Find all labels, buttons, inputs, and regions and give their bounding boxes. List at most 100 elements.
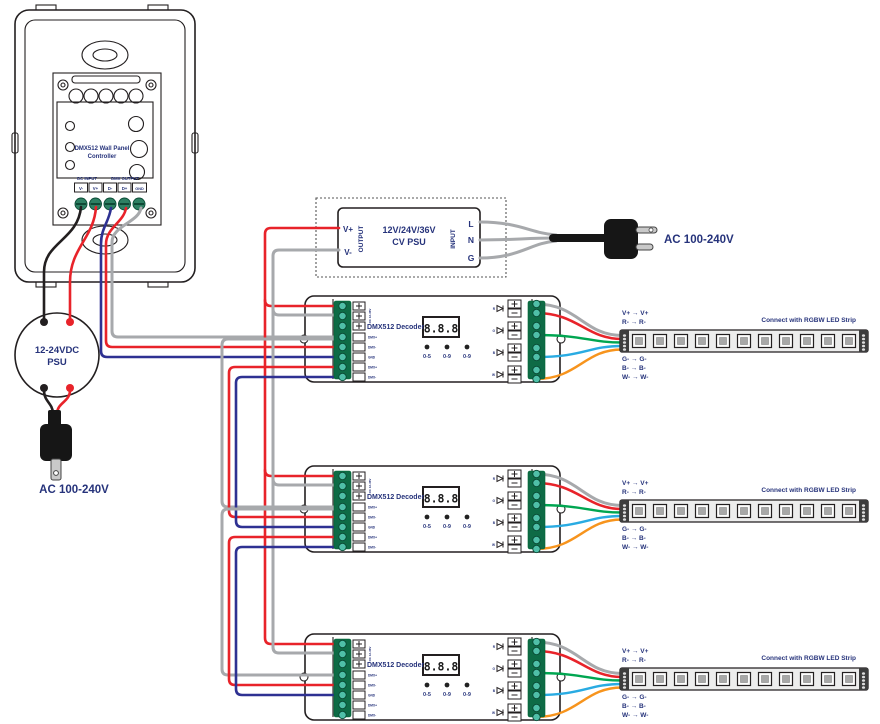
dmx-output-label: DMX OUTPUT <box>111 176 139 181</box>
wire-ac-l <box>478 220 558 237</box>
wire-panel-vminus <box>42 205 83 322</box>
wire-daisy1-dplus <box>227 365 348 519</box>
svg-text:DMX-: DMX- <box>368 714 376 718</box>
svg-text:V+ → V+: V+ → V+ <box>622 480 649 487</box>
cv-psu-title1: 12V/24V/36V <box>382 225 435 235</box>
panel-title-line2: Controller <box>88 154 117 160</box>
svg-text:0-5: 0-5 <box>423 524 431 530</box>
decoder-display: 8.8.8 <box>424 322 459 336</box>
svg-text:Connect with RGBW LED Strip: Connect with RGBW LED Strip <box>761 655 856 662</box>
wire-ac-n <box>478 236 558 242</box>
ac-label-top: AC 100-240V <box>664 234 734 246</box>
panel-terminal-boxes: V- V+ D- D+ GND <box>74 182 147 193</box>
wire-daisy2-dminus <box>234 545 348 697</box>
wire-daisy2-dplus <box>227 535 348 687</box>
svg-text:GND: GND <box>368 356 376 360</box>
svg-text:0-9: 0-9 <box>443 692 451 698</box>
svg-text:DC 12-36V: DC 12-36V <box>368 647 372 662</box>
led-strip-1: V+ → V+ R- → R- Connect with RGBW LED St… <box>619 310 869 381</box>
panel-title-line1: DMX512 Wall Panel <box>75 146 130 152</box>
svg-text:0-5: 0-5 <box>423 692 431 698</box>
svg-text:V+ → V+: V+ → V+ <box>622 648 649 655</box>
cv-psu: V+ V- OUTPUT 12V/24V/36V CV PSU INPUT L … <box>315 197 507 278</box>
svg-text:W- → W-: W- → W- <box>622 712 648 719</box>
svg-text:GND: GND <box>135 187 144 191</box>
svg-text:DC 12-36V: DC 12-36V <box>368 309 372 324</box>
cv-psu-vplus: V+ <box>343 225 353 234</box>
svg-text:W- → W-: W- → W- <box>622 544 648 551</box>
wire-vplus-trunk <box>263 226 348 646</box>
dc-psu-terminals <box>40 318 74 392</box>
svg-text:DMX-: DMX- <box>368 546 376 550</box>
svg-text:DMX+: DMX+ <box>368 366 377 370</box>
dc-psu-label1: 12-24VDC <box>35 345 79 356</box>
wall-panel-controller: DMX512 Wall Panel Controller DC INPUT DM… <box>11 4 199 288</box>
dmx-decoder-2: DMX512 Decoder 8.8.8 0-5 0-9 0-9 DC 12-3… <box>333 469 546 554</box>
svg-text:DMX-: DMX- <box>368 516 376 520</box>
svg-text:DMX+: DMX+ <box>368 506 377 510</box>
svg-text:B- → B-: B- → B- <box>622 535 646 542</box>
svg-text:V-: V- <box>79 186 84 191</box>
svg-text:DMX+: DMX+ <box>368 674 377 678</box>
ac-plug-bottom <box>40 410 72 481</box>
strip-label-r: R- → R- <box>622 319 646 326</box>
wire-dmx-dminus <box>99 206 348 359</box>
svg-text:W: W <box>492 543 495 547</box>
wire-ac-g <box>478 239 558 260</box>
strip-label-w: W- → W- <box>622 374 648 381</box>
svg-text:DMX-: DMX- <box>368 346 376 350</box>
strip-caption: Connect with RGBW LED Strip <box>761 317 856 324</box>
ac-label-bottom: AC 100-240V <box>39 484 109 496</box>
ac-plug-top <box>549 219 658 259</box>
panel-buttons <box>64 115 149 181</box>
wire-dmx-dplus <box>104 206 348 349</box>
mounting-screws <box>57 79 157 219</box>
dc-psu: 12-24VDC PSU <box>14 312 100 398</box>
cv-psu-l: L <box>468 219 473 229</box>
svg-text:Connect with RGBW LED Strip: Connect with RGBW LED Strip <box>761 487 856 494</box>
strip-label-b: B- → B- <box>622 365 646 372</box>
dmx-decoder-1: DMX512 Decoder 8.8.8 0-5 0-9 0-9 DC 12-3… <box>333 299 546 384</box>
led-strip-2: V+ → V+ R- → R- Connect with RGBW LED St… <box>619 480 869 551</box>
svg-text:G- → G-: G- → G- <box>622 526 647 533</box>
svg-text:0-9: 0-9 <box>463 524 471 530</box>
svg-text:G: G <box>493 667 496 671</box>
dc-psu-label2: PSU <box>47 357 67 368</box>
svg-text:G: G <box>493 329 496 333</box>
svg-text:DMX-: DMX- <box>368 684 376 688</box>
svg-text:DMX512 Decoder: DMX512 Decoder <box>367 662 424 669</box>
svg-text:DMX512 Decoder: DMX512 Decoder <box>367 494 424 501</box>
svg-text:D+: D+ <box>122 186 128 191</box>
svg-text:B: B <box>493 689 496 693</box>
cv-psu-g: G <box>468 253 475 263</box>
decoder-name: DMX512 Decoder <box>367 324 424 331</box>
wire-dmx-gnd <box>110 206 348 339</box>
wire-vminus-trunk <box>271 248 348 655</box>
svg-text:G- → G-: G- → G- <box>622 694 647 701</box>
svg-text:8.8.8: 8.8.8 <box>424 492 459 506</box>
svg-text:DMX-: DMX- <box>368 376 376 380</box>
svg-text:R- → R-: R- → R- <box>622 657 646 664</box>
svg-text:0-9: 0-9 <box>463 354 471 360</box>
wires <box>42 205 624 719</box>
svg-text:0-9: 0-9 <box>443 524 451 530</box>
svg-text:B: B <box>493 521 496 525</box>
dc-input-label: DC INPUT <box>77 176 97 181</box>
svg-text:R- → R-: R- → R- <box>622 489 646 496</box>
svg-text:0-9: 0-9 <box>463 692 471 698</box>
svg-text:W: W <box>492 711 495 715</box>
svg-text:D-: D- <box>108 186 113 191</box>
svg-text:8.8.8: 8.8.8 <box>424 660 459 674</box>
svg-text:R: R <box>493 477 496 481</box>
cv-psu-title2: CV PSU <box>392 237 426 247</box>
svg-text:G: G <box>493 499 496 503</box>
dmx-decoder-3: DMX512 Decoder 8.8.8 0-5 0-9 0-9 DC 12-3… <box>333 637 546 722</box>
wire-panel-vplus <box>68 205 98 322</box>
svg-text:B- → B-: B- → B- <box>622 703 646 710</box>
wire-daisy2-gnd <box>220 507 348 677</box>
svg-text:0-5: 0-5 <box>423 354 431 360</box>
led-strip-3: V+ → V+ R- → R- Connect with RGBW LED St… <box>619 648 869 719</box>
svg-text:W: W <box>492 373 495 377</box>
svg-text:DMX+: DMX+ <box>368 336 377 340</box>
knob-row <box>68 88 144 104</box>
